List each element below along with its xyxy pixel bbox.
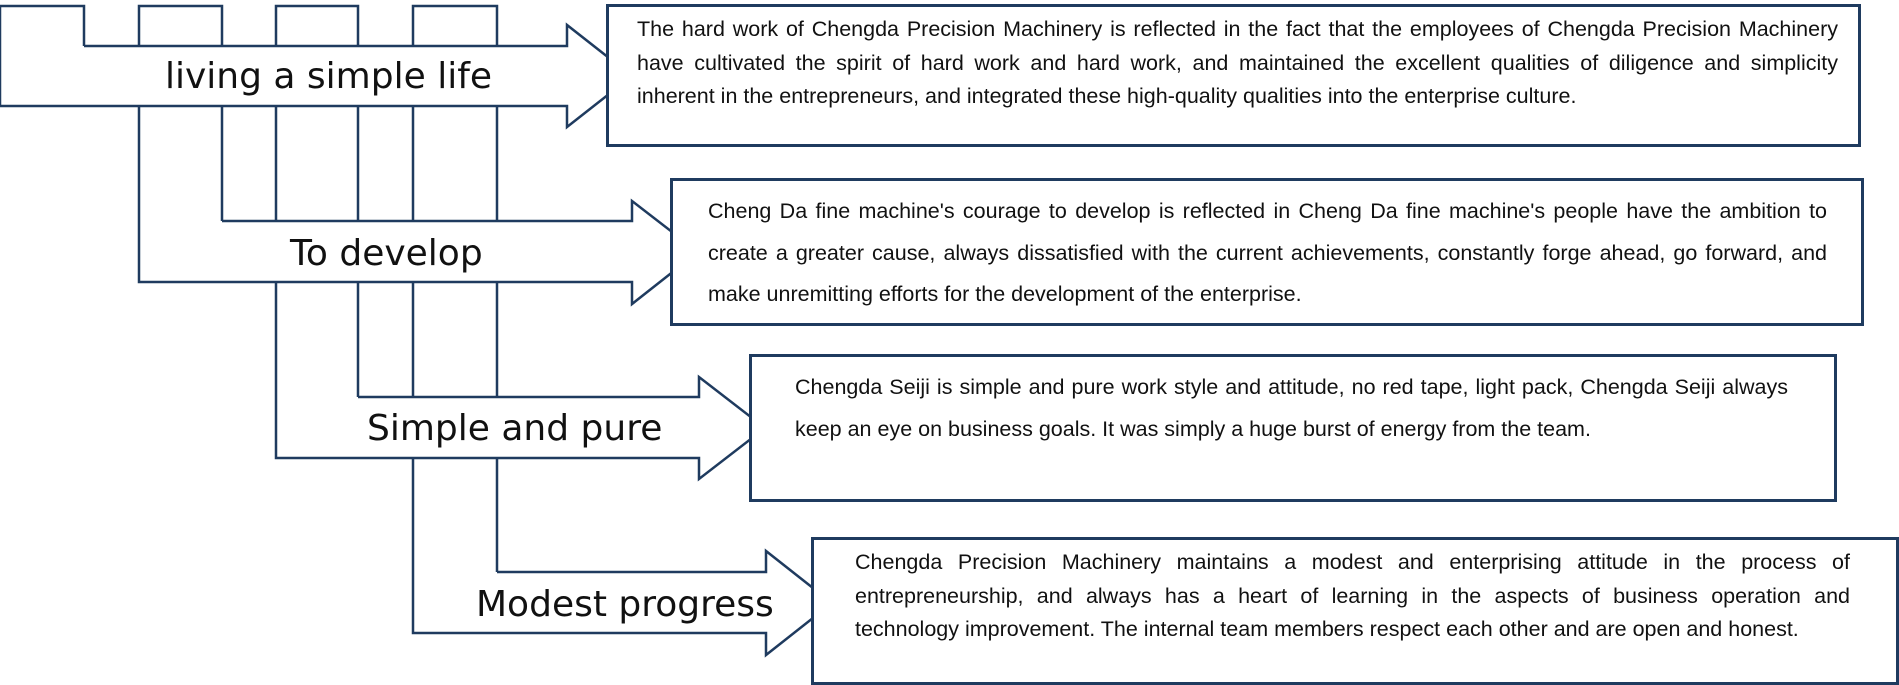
description-box-3: Chengda Seiji is simple and pure work st… [749,354,1837,502]
arrow-shape-4 [411,458,835,658]
description-text-2: Cheng Da fine machine's courage to devel… [708,199,1827,306]
label-modest-progress: Modest progress [476,584,774,625]
label-living-simple-life: living a simple life [165,56,493,97]
arrow-shape-2 [137,106,701,307]
connector-tab-3 [274,4,360,46]
description-box-2: Cheng Da fine machine's courage to devel… [670,178,1864,326]
description-text-1: The hard work of Chengda Precision Machi… [637,17,1838,108]
description-text-4: Chengda Precision Machinery maintains a … [855,550,1850,641]
description-text-3: Chengda Seiji is simple and pure work st… [795,375,1788,441]
description-box-4: Chengda Precision Machinery maintains a … [811,537,1899,685]
arrow-shape-1 [0,6,635,130]
connector-tab-1 [0,4,86,46]
connector-tab-2 [137,4,224,46]
connector-tab-4 [411,4,499,46]
label-simple-and-pure: Simple and pure [367,408,663,449]
arrow-shape-3 [274,282,768,482]
label-to-develop: To develop [290,233,483,274]
description-box-1: The hard work of Chengda Precision Machi… [606,4,1861,147]
